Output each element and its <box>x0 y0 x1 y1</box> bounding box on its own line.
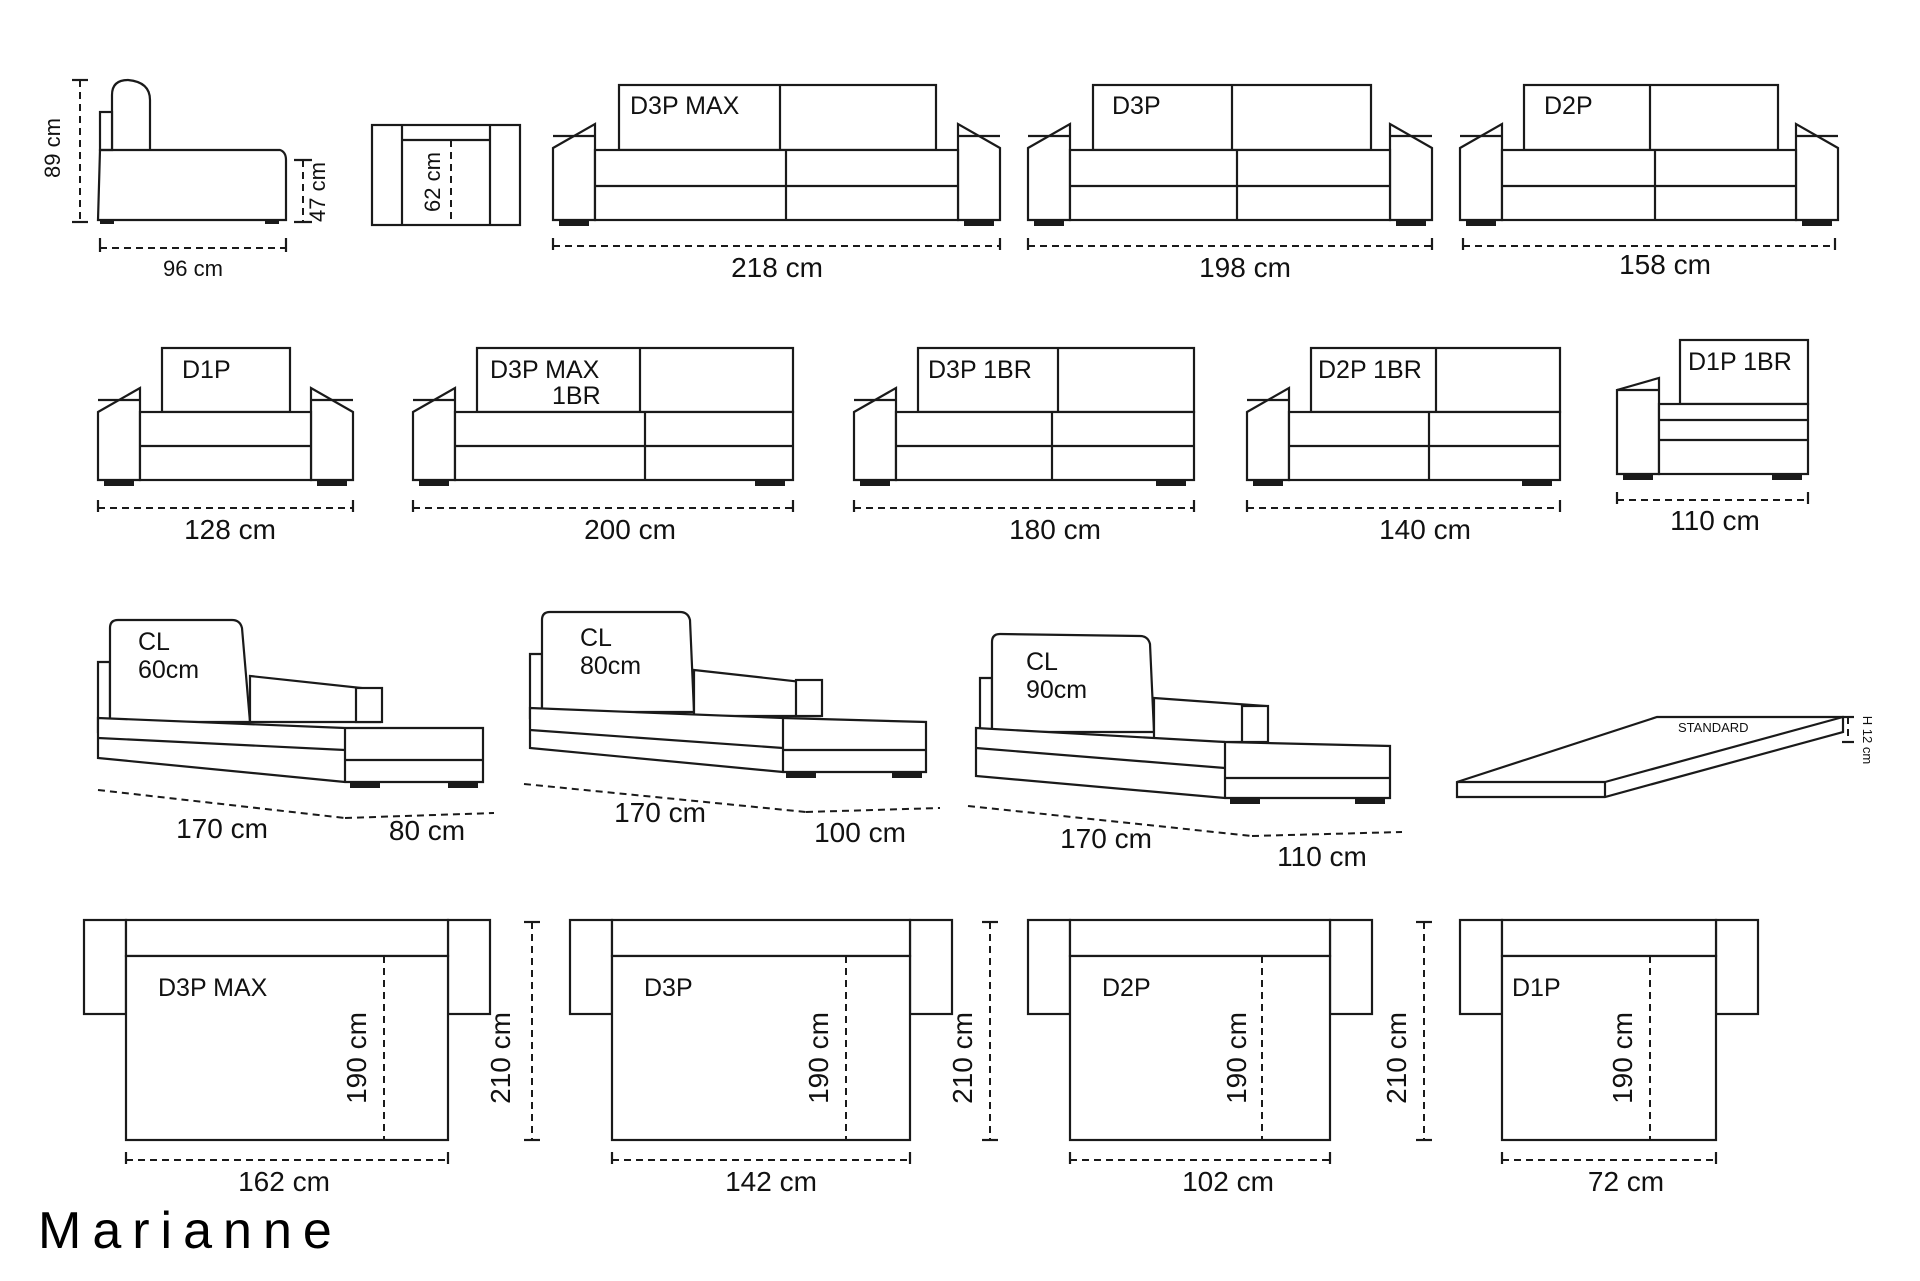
bed-d3p-max: D3P MAX 190 cm 210 cm 162 cm <box>82 918 540 1197</box>
bed-label: D1P <box>1512 974 1561 1002</box>
front-d2p: D2P 158 cm <box>1458 83 1840 280</box>
front-d3p-1br: D3P 1BR 180 cm <box>852 346 1196 545</box>
front-d2p-1br: D2P 1BR 140 cm <box>1245 346 1562 545</box>
mattress-standard: STANDARD H 12 cm <box>1455 716 1875 799</box>
front-d1p-1br: D1P 1BR 110 cm <box>1615 338 1810 536</box>
bed-length: 190 cm <box>1607 1012 1638 1104</box>
bed-label: D3P <box>644 974 693 1002</box>
bed-width: 72 cm <box>1588 1166 1664 1197</box>
front-label: D1P <box>182 356 231 384</box>
width-label: 110 cm <box>1670 505 1760 536</box>
front-d1p: D1P 128 cm <box>96 346 355 545</box>
arm-height-label: 62 cm <box>420 152 445 212</box>
chaise-cl-80: CL 80cm 170 cm 100 cm <box>523 610 941 848</box>
chaise-length: 170 cm <box>614 797 706 828</box>
front-label: D1P 1BR <box>1688 348 1792 376</box>
width-label: 158 cm <box>1619 249 1711 280</box>
front-label: D2P <box>1544 92 1593 120</box>
bed-length: 190 cm <box>1221 1012 1252 1104</box>
total-length: 210 cm <box>485 1012 516 1104</box>
bed-d1p: D1P 190 cm 72 cm <box>1458 918 1760 1197</box>
bed-length: 190 cm <box>803 1012 834 1104</box>
bed-label: D3P MAX <box>158 974 268 1002</box>
brand-title: Marianne <box>38 1202 343 1260</box>
width-label: 128 cm <box>184 514 276 545</box>
width-label: 180 cm <box>1009 514 1101 545</box>
width-label: 198 cm <box>1199 252 1291 283</box>
chaise-label: CL <box>580 624 612 652</box>
arm-view: 62 cm <box>370 123 522 227</box>
seat-height-label: 47 cm <box>305 162 330 222</box>
chaise-size: 80cm <box>580 652 641 680</box>
chaise-length: 170 cm <box>176 813 268 844</box>
front-d3p: D3P 198 cm <box>1026 83 1434 283</box>
bed-width: 142 cm <box>725 1166 817 1197</box>
side-height-label: 89 cm <box>40 118 65 178</box>
total-length: 210 cm <box>947 1012 978 1104</box>
front-label: D3P MAX <box>490 356 600 384</box>
bed-label: D2P <box>1102 974 1151 1002</box>
total-length: 210 cm <box>1381 1012 1412 1104</box>
chaise-cl-60: CL 60cm 170 cm 80 cm <box>96 618 495 846</box>
front-label: D2P 1BR <box>1318 356 1422 384</box>
width-label: 200 cm <box>584 514 676 545</box>
chaise-label: CL <box>1026 648 1058 676</box>
chaise-width: 100 cm <box>814 817 906 848</box>
chaise-cl-90: CL 90cm 170 cm 110 cm <box>967 632 1403 872</box>
mattress-label: STANDARD <box>1678 720 1749 735</box>
width-label: 218 cm <box>731 252 823 283</box>
chaise-label: CL <box>138 628 170 656</box>
bed-d3p: D3P 190 cm 210 cm 142 cm <box>568 918 998 1197</box>
bed-d2p: D2P 190 cm 210 cm 102 cm <box>1026 918 1432 1197</box>
chaise-length: 170 cm <box>1060 823 1152 854</box>
chaise-size: 90cm <box>1026 676 1087 704</box>
chaise-width: 80 cm <box>389 815 465 846</box>
bed-width: 102 cm <box>1182 1166 1274 1197</box>
side-view: 89 cm 47 cm 96 cm <box>40 78 330 281</box>
front-label-line2: 1BR <box>552 382 601 410</box>
front-label: D3P MAX <box>630 92 740 120</box>
chaise-size: 60cm <box>138 656 199 684</box>
mattress-height: H 12 cm <box>1860 716 1875 764</box>
front-d3p-max-1br: D3P MAX 1BR 200 cm <box>411 346 795 545</box>
front-label: D3P 1BR <box>928 356 1032 384</box>
width-label: 140 cm <box>1379 514 1471 545</box>
front-label: D3P <box>1112 92 1161 120</box>
chaise-width: 110 cm <box>1277 841 1367 872</box>
side-depth-label: 96 cm <box>163 256 223 281</box>
bed-length: 190 cm <box>341 1012 372 1104</box>
front-d3p-max: D3P MAX 218 cm <box>551 83 1002 283</box>
bed-width: 162 cm <box>238 1166 330 1197</box>
